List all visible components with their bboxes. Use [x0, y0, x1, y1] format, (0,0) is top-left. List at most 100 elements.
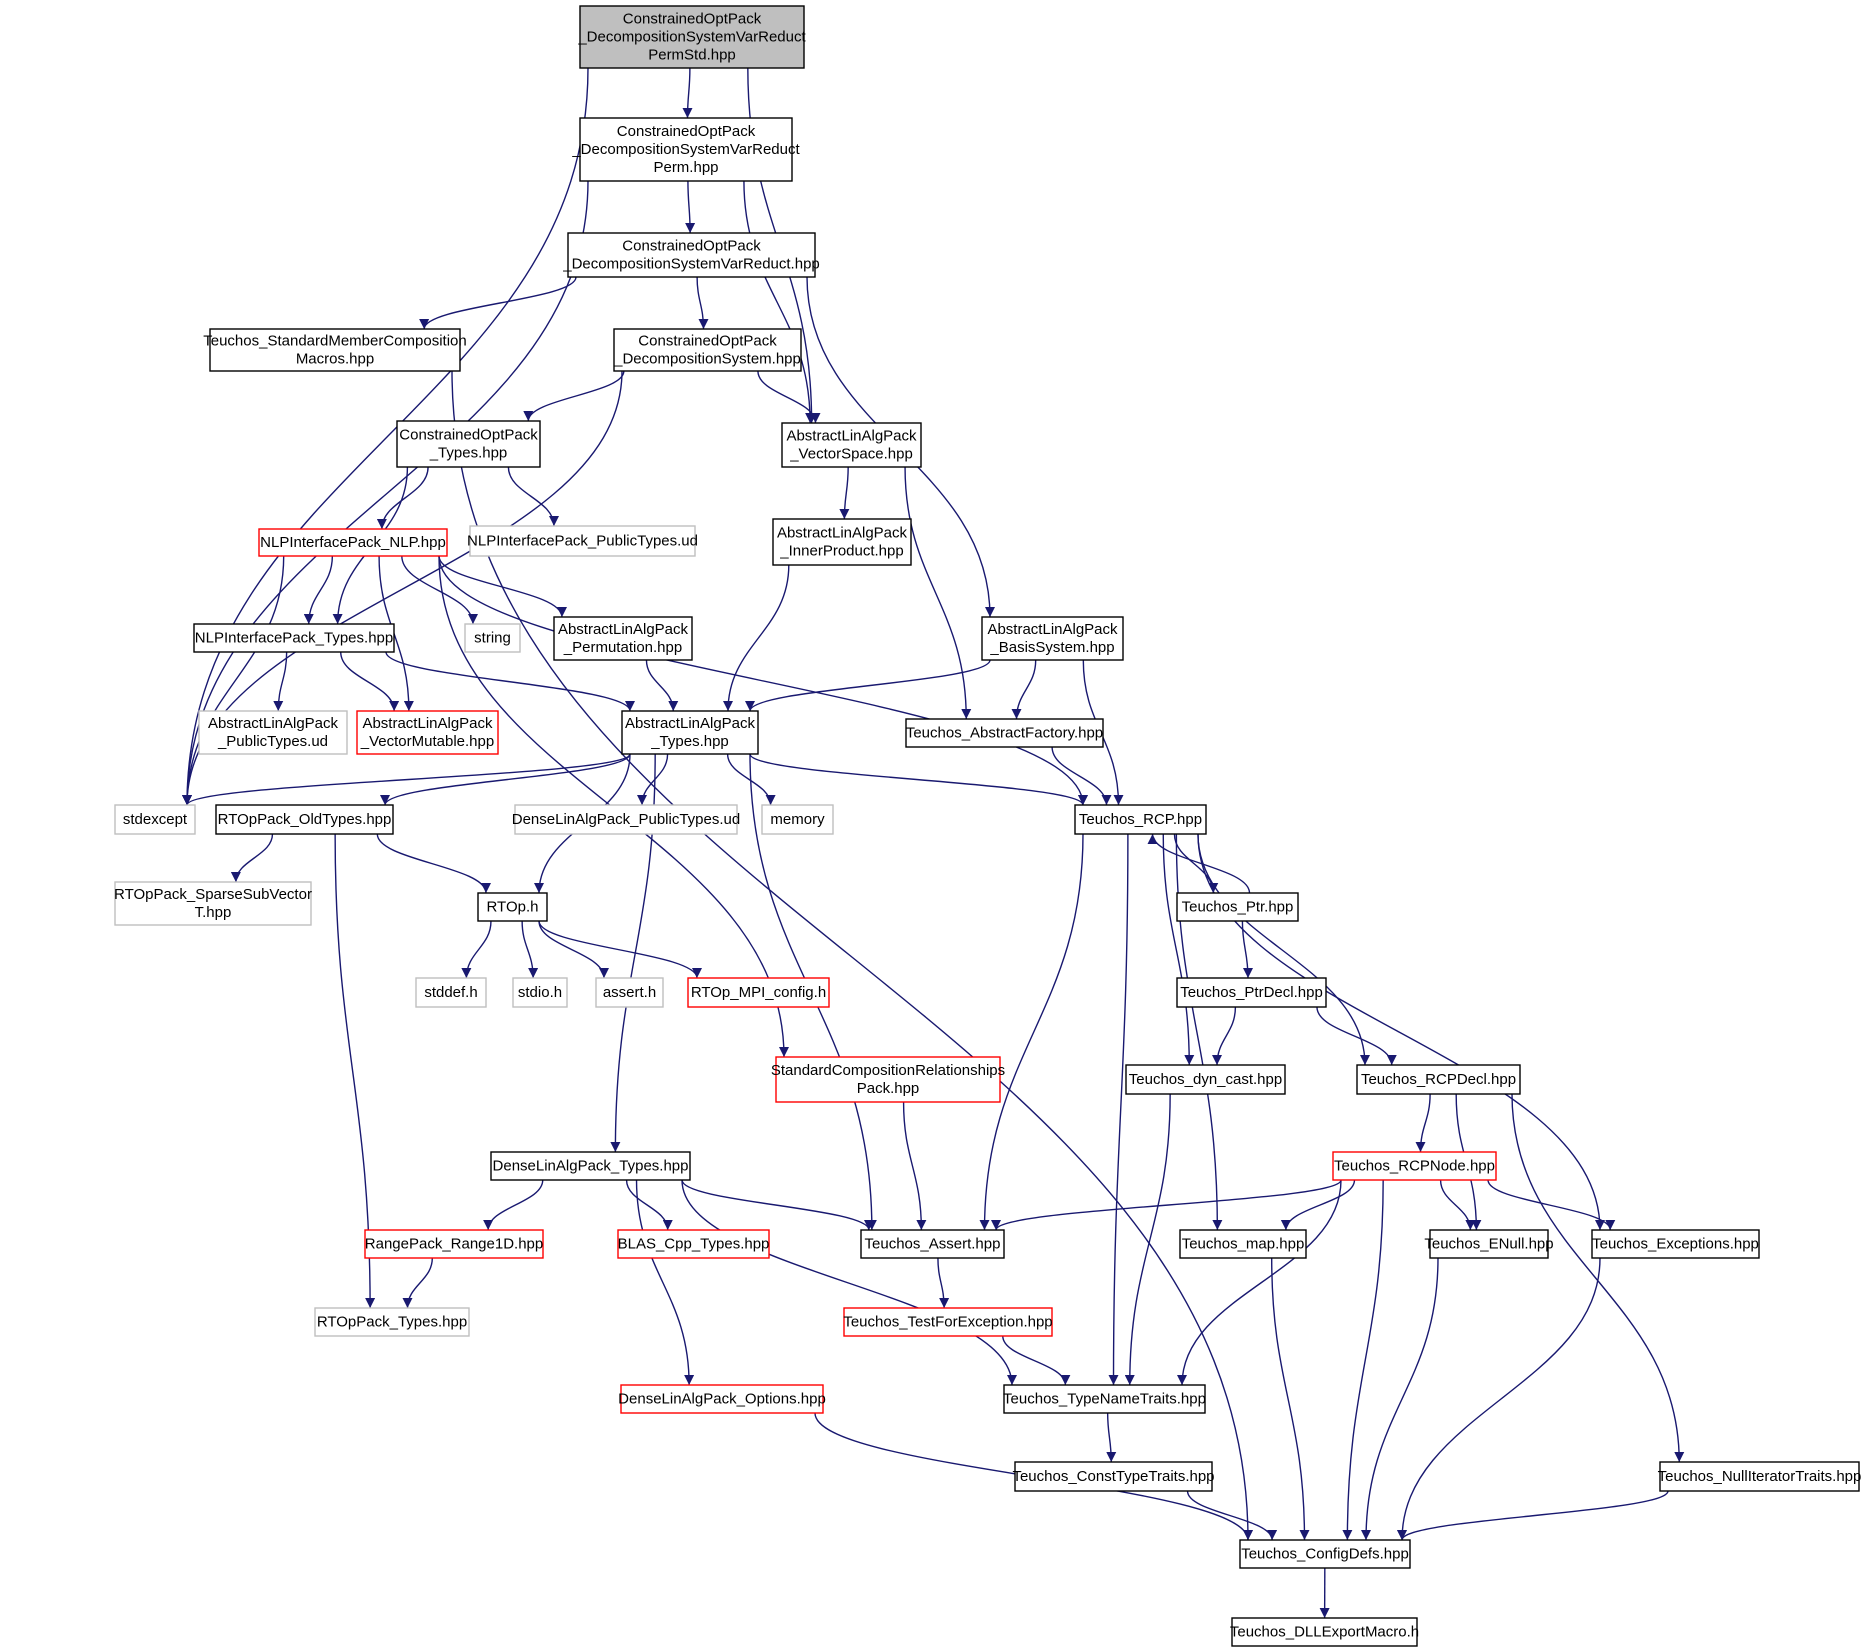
node-cotypes[interactable]: ConstrainedOptPack_Types.hpp	[396, 420, 541, 468]
edge-dlatypes-to-blas	[625, 1179, 673, 1231]
node-dlaopt[interactable]: DenseLinAlgPack_Options.hpp	[618, 1384, 826, 1414]
node-rcpnode[interactable]: Teuchos_RCPNode.hpp	[1332, 1151, 1497, 1181]
node-rtoptypes: RTOpPack_Types.hpp	[314, 1307, 470, 1337]
edge-rcp-to-rcpdecl	[1197, 833, 1370, 1066]
node-nlp[interactable]: NLPInterfacePack_NLP.hpp	[258, 528, 448, 557]
edge-rcpdecl-to-rcpnode	[1415, 1093, 1431, 1153]
node-label: Teuchos_map.hpp	[1182, 1236, 1305, 1253]
node-box	[772, 518, 912, 566]
node-label: Teuchos_DLLExportMacro.h	[1230, 1624, 1419, 1641]
node-box	[1074, 804, 1207, 835]
node-tassert[interactable]: Teuchos_Assert.hpp	[860, 1229, 1005, 1259]
node-label: RangePack_Range1D.hpp	[365, 1236, 543, 1253]
node-tname[interactable]: Teuchos_TypeNameTraits.hpp	[1003, 1384, 1206, 1414]
node-vmut[interactable]: AbstractLinAlgPack_VectorMutable.hpp	[356, 710, 499, 755]
node-label: ConstrainedOptPack	[617, 123, 756, 140]
edge-permut-to-alatypes	[645, 659, 679, 712]
node-alatypes[interactable]: AbstractLinAlgPack_Types.hpp	[621, 710, 759, 755]
node-ptr[interactable]: Teuchos_Ptr.hpp	[1176, 892, 1299, 922]
edge-cotypes-to-nlppub	[507, 466, 559, 527]
node-rcpdecl[interactable]: Teuchos_RCPDecl.hpp	[1356, 1064, 1521, 1095]
node-nlppub: NLPInterfacePack_PublicTypes.ud	[467, 525, 698, 557]
node-box	[364, 1229, 544, 1259]
edge-rtoph-to-stdio	[521, 920, 539, 979]
edge-nlp-to-nlptypes	[303, 555, 334, 625]
node-rtopold[interactable]: RTOpPack_OldTypes.hpp	[215, 804, 394, 835]
node-box	[843, 1307, 1053, 1337]
edge-rcpnode-to-tmap	[1280, 1179, 1356, 1231]
node-label: Pack.hpp	[857, 1080, 920, 1097]
node-dlatypes[interactable]: DenseLinAlgPack_Types.hpp	[490, 1151, 691, 1181]
edge-rtoph-to-mpi	[538, 920, 702, 979]
node-box	[553, 616, 693, 661]
node-box	[215, 804, 394, 835]
node-basis[interactable]: AbstractLinAlgPack_BasisSystem.hpp	[981, 616, 1124, 661]
node-label: NLPInterfacePack_NLP.hpp	[260, 534, 446, 551]
node-enull[interactable]: Teuchos_ENull.hpp	[1424, 1229, 1554, 1259]
edge-alatypes-to-memory	[726, 753, 776, 806]
edge-nlp-to-permut	[438, 555, 567, 618]
node-config[interactable]: Teuchos_ConfigDefs.hpp	[1239, 1539, 1411, 1569]
node-box	[775, 1056, 1001, 1103]
node-nlptypes[interactable]: NLPInterfacePack_Types.hpp	[193, 623, 395, 653]
edge-ptrdecl-to-dyncast	[1212, 1006, 1237, 1066]
node-texc[interactable]: Teuchos_Exceptions.hpp	[1591, 1229, 1760, 1259]
node-decomp[interactable]: ConstrainedOptPack_DecompositionSystem.h…	[613, 328, 802, 372]
node-range[interactable]: RangePack_Range1D.hpp	[364, 1229, 544, 1259]
node-inner[interactable]: AbstractLinAlgPack_InnerProduct.hpp	[772, 518, 912, 566]
edge-dlatypes-to-range	[483, 1179, 544, 1231]
edge-dlatypes-to-tassert	[681, 1179, 874, 1231]
node-nulliter[interactable]: Teuchos_NullIteratorTraits.hpp	[1658, 1461, 1862, 1492]
node-box	[613, 328, 802, 372]
node-mpi[interactable]: RTOp_MPI_config.h	[687, 977, 830, 1008]
node-varred[interactable]: ConstrainedOptPack_DecompositionSystemVa…	[562, 232, 820, 278]
node-root[interactable]: ConstrainedOptPack_DecompositionSystemVa…	[577, 5, 806, 69]
node-rtoph[interactable]: RTOp.h	[477, 892, 548, 922]
node-vspace[interactable]: AbstractLinAlgPack_VectorSpace.hpp	[781, 422, 922, 468]
node-label: Teuchos_NullIteratorTraits.hpp	[1658, 1468, 1862, 1485]
node-label: Teuchos_Exceptions.hpp	[1592, 1236, 1759, 1253]
node-label: _VectorSpace.hpp	[789, 446, 913, 463]
node-permut[interactable]: AbstractLinAlgPack_Permutation.hpp	[553, 616, 693, 661]
node-label: Teuchos_AbstractFactory.hpp	[906, 725, 1103, 742]
node-assert: assert.h	[595, 977, 664, 1008]
edges-layer	[182, 67, 1685, 1619]
node-box	[1332, 1151, 1497, 1181]
node-box	[761, 804, 834, 835]
edge-nlp-to-rcp	[438, 555, 1088, 806]
node-label: _DecompositionSystemVarReduct	[571, 141, 800, 158]
node-stdmem[interactable]: Teuchos_StandardMemberCompositionMacros.…	[203, 328, 467, 372]
node-testexc[interactable]: Teuchos_TestForException.hpp	[843, 1307, 1053, 1337]
edge-ptr-to-ptrdecl	[1241, 920, 1253, 979]
node-perm[interactable]: ConstrainedOptPack_DecompositionSystemVa…	[571, 117, 800, 182]
node-dyncast[interactable]: Teuchos_dyn_cast.hpp	[1125, 1064, 1286, 1095]
node-box	[193, 623, 395, 653]
node-tmap[interactable]: Teuchos_map.hpp	[1179, 1229, 1307, 1259]
node-stdexcept: stdexcept	[114, 804, 196, 835]
edge-rtoph-to-assert	[538, 920, 609, 979]
node-label: Teuchos_RCP.hpp	[1079, 811, 1202, 828]
edge-tname-to-consttype	[1106, 1412, 1117, 1463]
edge-alatypes-to-stdexcept	[182, 753, 631, 806]
node-label: PermStd.hpp	[648, 47, 736, 64]
node-box	[356, 710, 499, 755]
node-label: Teuchos_dyn_cast.hpp	[1129, 1071, 1282, 1088]
node-consttype[interactable]: Teuchos_ConstTypeTraits.hpp	[1012, 1461, 1215, 1492]
node-box	[1003, 1384, 1206, 1414]
edge-varred-to-decomp	[696, 276, 709, 330]
node-ptrdecl[interactable]: Teuchos_PtrDecl.hpp	[1176, 977, 1327, 1008]
node-label: _VectorMutable.hpp	[360, 733, 494, 750]
node-dll[interactable]: Teuchos_DLLExportMacro.h	[1230, 1617, 1419, 1647]
node-absfact[interactable]: Teuchos_AbstractFactory.hpp	[905, 718, 1104, 748]
node-rcp[interactable]: Teuchos_RCP.hpp	[1074, 804, 1207, 835]
edge-tassert-to-testexc	[937, 1257, 950, 1309]
edge-rtopold-to-rtoph	[376, 833, 491, 894]
node-label: stdio.h	[518, 984, 562, 1001]
node-label: AbstractLinAlgPack	[558, 621, 689, 638]
node-label: Teuchos_ConfigDefs.hpp	[1241, 1546, 1409, 1563]
node-box	[198, 710, 348, 755]
edge-consttype-to-config	[1186, 1490, 1278, 1541]
node-blas[interactable]: BLAS_Cpp_Types.hpp	[617, 1229, 770, 1259]
node-label: memory	[770, 811, 825, 828]
